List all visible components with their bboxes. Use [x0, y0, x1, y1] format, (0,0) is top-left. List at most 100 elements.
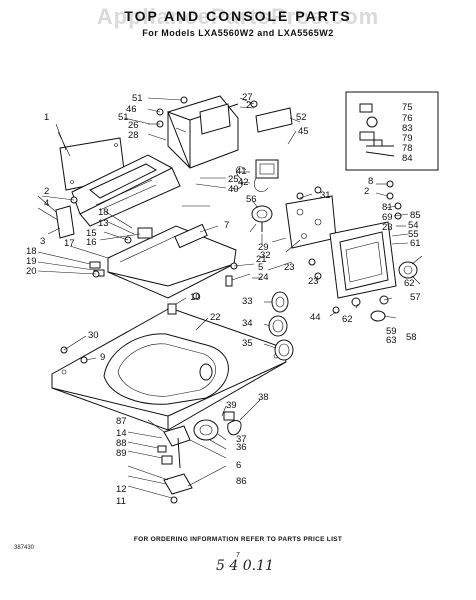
- callout-75: 75: [402, 102, 413, 113]
- callout-57: 57: [410, 292, 421, 303]
- callout-11: 11: [116, 496, 126, 507]
- callout-23c: 23: [382, 222, 393, 233]
- callout-10: 10: [190, 292, 201, 303]
- callout-1: 1: [44, 112, 49, 123]
- callout-18b: 18: [26, 246, 37, 257]
- callout-5: 5: [258, 262, 263, 273]
- callout-30: 30: [88, 330, 99, 341]
- callout-8: 8: [368, 176, 373, 187]
- callout-76: 76: [402, 113, 413, 124]
- callout-88: 88: [116, 438, 127, 449]
- callout-22: 22: [210, 312, 221, 323]
- callout-44: 44: [310, 312, 321, 323]
- callout-6: 6: [236, 460, 241, 471]
- callout-24: 24: [258, 272, 269, 283]
- callout-51b: 51: [118, 112, 129, 123]
- callout-4: 4: [44, 198, 49, 209]
- callout-58: 58: [406, 332, 417, 343]
- ordering-footer: FOR ORDERING INFORMATION REFER TO PARTS …: [133, 536, 343, 543]
- callout-78: 78: [402, 143, 413, 154]
- callout-54: 54: [408, 220, 419, 231]
- callout-51: 51: [132, 93, 143, 104]
- callout-61: 61: [410, 238, 421, 249]
- callout-16: 16: [86, 237, 97, 248]
- callout-23: 23: [284, 262, 295, 273]
- callout-59: 59: [386, 326, 397, 337]
- console-panel: [71, 154, 181, 227]
- parts-inset-box: [345, 91, 439, 171]
- callout-39: 39: [226, 400, 237, 411]
- callout-83: 83: [402, 123, 413, 134]
- callout-9: 9: [100, 352, 105, 363]
- callout-2: 2: [246, 100, 251, 111]
- screws: [60, 96, 402, 364]
- callout-33: 33: [242, 296, 253, 307]
- callout-52: 52: [296, 112, 307, 123]
- diagram-subtitle: For Models LXA5560W2 and LXA5565W2: [142, 28, 334, 38]
- callout-31: 31: [320, 190, 331, 201]
- callout-63: 63: [386, 335, 397, 346]
- callout-79: 79: [402, 133, 413, 144]
- top-panel: [51, 303, 287, 431]
- callout-7: 7: [224, 220, 229, 231]
- callout-62: 62: [404, 278, 415, 289]
- callout-23b: 23: [308, 276, 319, 287]
- callout-42: 42: [238, 177, 249, 188]
- callout-81: 81: [382, 202, 393, 213]
- handwritten-note: 5 4 0.11: [216, 558, 274, 574]
- callout-55: 55: [408, 229, 419, 240]
- callout-17: 17: [64, 238, 75, 249]
- callout-62b: 62: [342, 314, 353, 325]
- callout-28: 28: [128, 130, 139, 141]
- callout-13: 13: [98, 218, 109, 229]
- lid-switch: [124, 227, 153, 244]
- callout-45: 45: [298, 126, 309, 137]
- callout-40: 40: [228, 184, 239, 195]
- callout-2c: 2: [364, 186, 369, 197]
- document-code: 387430: [14, 545, 35, 551]
- diagram-title: TOP AND CONSOLE PARTS: [124, 8, 352, 24]
- gaskets: [268, 291, 294, 361]
- callout-21: 21: [256, 254, 267, 265]
- callout-69: 69: [382, 212, 393, 223]
- callout-25: 25: [228, 174, 239, 185]
- callout-labels: 1 2 2 2 3 4 5 6 7 8 9 10 11 12 13 14 15 …: [26, 92, 421, 507]
- callout-85: 85: [410, 210, 421, 221]
- selector-switch: [251, 205, 273, 232]
- callout-3: 3: [40, 236, 45, 247]
- lid-panel: [107, 223, 237, 299]
- callout-36: 36: [236, 442, 247, 453]
- lid-frame: [329, 221, 397, 299]
- callout-32: 32: [260, 250, 271, 261]
- callout-38: 38: [258, 392, 269, 403]
- bracket: [255, 107, 293, 133]
- callout-18: 18: [98, 207, 109, 218]
- callout-2b: 2: [44, 186, 49, 197]
- callout-12: 12: [116, 484, 127, 495]
- callout-15: 15: [86, 228, 97, 239]
- callout-35: 35: [242, 338, 253, 349]
- watermark: AppliancePartsPros.com: [96, 4, 380, 29]
- leader-lines: [37, 97, 423, 499]
- callout-84: 84: [402, 153, 413, 164]
- callout-46: 46: [126, 104, 137, 115]
- callout-86: 86: [236, 476, 247, 487]
- bottom-parts: [157, 411, 242, 504]
- callout-41: 41: [236, 166, 247, 177]
- callout-26: 26: [128, 120, 139, 131]
- callout-29: 29: [258, 242, 269, 253]
- callout-56: 56: [246, 194, 257, 205]
- callout-27: 27: [242, 92, 253, 103]
- page-number: 7: [236, 552, 240, 559]
- callout-87: 87: [116, 416, 127, 427]
- control-plate: [285, 195, 337, 249]
- end-cap: [55, 205, 75, 239]
- callout-34: 34: [242, 318, 253, 329]
- console-housing: [167, 95, 239, 169]
- callout-37: 37: [236, 434, 247, 445]
- callout-89: 89: [116, 448, 127, 459]
- callout-20: 20: [26, 266, 37, 277]
- callout-19: 19: [26, 256, 37, 267]
